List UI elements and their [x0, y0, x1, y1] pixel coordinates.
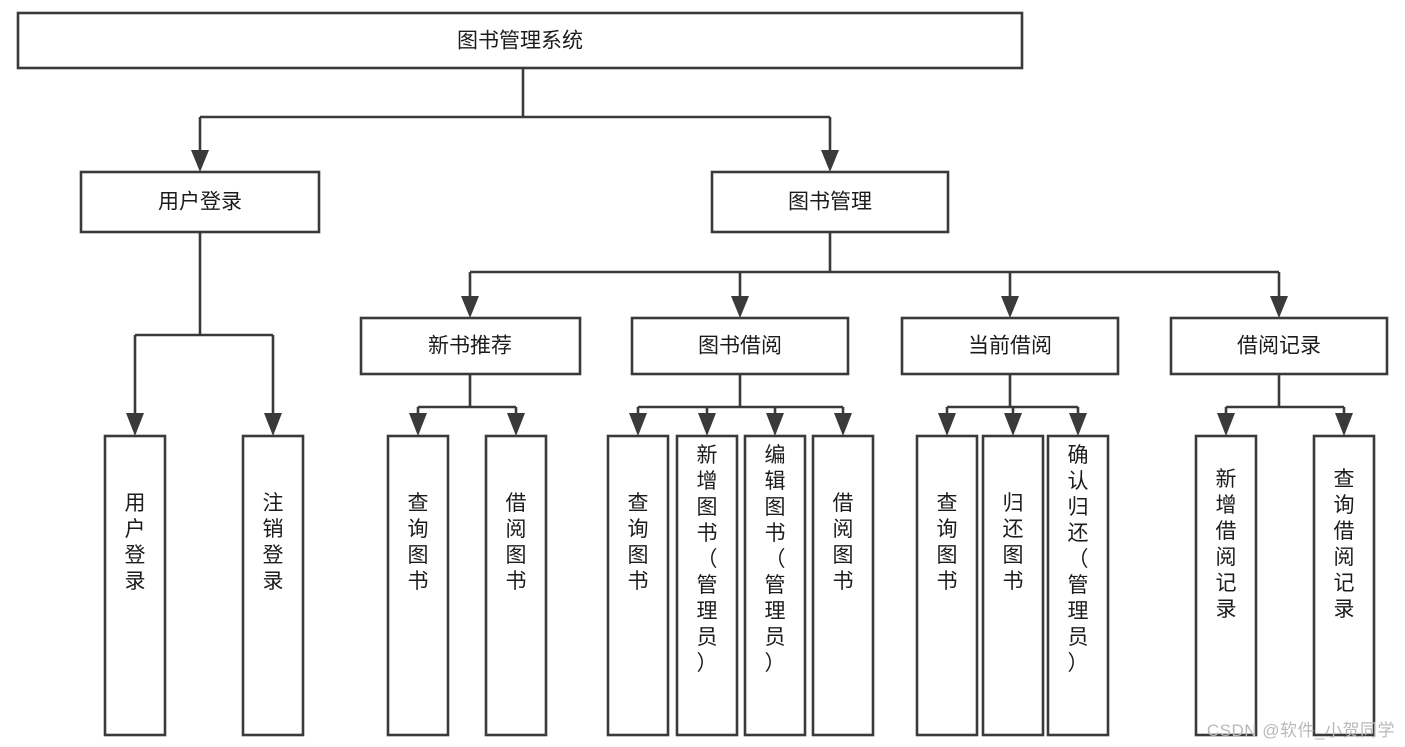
node-borrow-edit-book-label: 编辑图书（管理员）: [765, 444, 786, 675]
node-current-confirm-return-box[interactable]: [1046, 434, 1110, 737]
node-current-query-book[interactable]: 查询图书: [915, 434, 979, 737]
node-borrow-add-book-box[interactable]: [675, 434, 739, 737]
arrow-head-recommend-query-book: [409, 413, 427, 436]
node-current-query-book-label: 查询图书: [937, 492, 958, 593]
node-current-borrow[interactable]: 当前借阅: [900, 316, 1120, 376]
node-recommend-borrow-book-box[interactable]: [484, 434, 548, 737]
node-user-login-logout-box[interactable]: [241, 434, 305, 737]
node-records-query-record-box[interactable]: [1312, 434, 1376, 737]
node-recommend-borrow-book-label: 借阅图书: [506, 492, 527, 593]
node-recommend-borrow-book[interactable]: 借阅图书: [484, 434, 548, 737]
node-records-query-record-label: 查询借阅记录: [1334, 468, 1355, 621]
node-current-confirm-return[interactable]: 确认归还（管理员）: [1046, 434, 1110, 737]
arrow-head-to-book-management: [821, 150, 839, 172]
node-new-book-recommend-box[interactable]: [359, 316, 582, 376]
node-root[interactable]: 图书管理系统: [16, 11, 1024, 70]
node-borrow-records-label: 借阅记录: [1237, 335, 1321, 358]
node-book-management-box[interactable]: [710, 170, 950, 234]
arrow-head-current-confirm-return: [1069, 413, 1087, 436]
arrow-head-borrow-add-book: [698, 413, 716, 436]
node-recommend-query-book-box[interactable]: [386, 434, 450, 737]
node-root-box[interactable]: [16, 11, 1024, 70]
node-current-borrow-box[interactable]: [900, 316, 1120, 376]
arrow-head-borrow-query-book: [629, 413, 647, 436]
node-current-return-book-box[interactable]: [981, 434, 1045, 737]
node-borrow-borrow-book[interactable]: 借阅图书: [811, 434, 875, 737]
node-new-book-recommend-label: 新书推荐: [428, 335, 512, 358]
node-user-login[interactable]: 用户登录: [79, 170, 321, 234]
arrow-head-records-query-record: [1335, 413, 1353, 436]
node-borrow-edit-book-box[interactable]: [743, 434, 807, 737]
node-current-borrow-label: 当前借阅: [968, 335, 1052, 358]
node-user-login-login[interactable]: 用户登录: [103, 434, 167, 737]
node-records-query-record[interactable]: 查询借阅记录: [1312, 434, 1376, 737]
node-book-management[interactable]: 图书管理: [710, 170, 950, 234]
node-user-login-label: 用户登录: [158, 191, 242, 214]
arrow-head-borrow-records: [1270, 296, 1288, 318]
node-root-label: 图书管理系统: [457, 30, 583, 53]
node-book-borrow-label: 图书借阅: [698, 335, 782, 358]
node-records-add-record-box[interactable]: [1194, 434, 1258, 737]
node-user-login-login-label: 用户登录: [125, 492, 146, 593]
arrow-head-current-borrow: [1001, 296, 1019, 318]
arrow-head-user-login-leaf-2: [264, 413, 282, 436]
arrow-head-current-query-book: [938, 413, 956, 436]
arrow-head-recommend-borrow-book: [507, 413, 525, 436]
node-user-login-logout-label: 注销登录: [263, 492, 284, 593]
node-borrow-query-book[interactable]: 查询图书: [606, 434, 670, 737]
arrow-head-current-return-book: [1004, 413, 1022, 436]
node-new-book-recommend[interactable]: 新书推荐: [359, 316, 582, 376]
node-borrow-records-box[interactable]: [1169, 316, 1389, 376]
node-user-login-login-box[interactable]: [103, 434, 167, 737]
node-recommend-query-book-label: 查询图书: [408, 492, 429, 593]
csdn-watermark: CSDN @软件_小贺同学: [1206, 721, 1395, 740]
node-records-add-record[interactable]: 新增借阅记录: [1194, 434, 1258, 737]
arrow-head-borrow-edit-book: [766, 413, 784, 436]
node-book-management-label: 图书管理: [788, 191, 872, 214]
node-book-borrow[interactable]: 图书借阅: [630, 316, 850, 376]
node-book-borrow-box[interactable]: [630, 316, 850, 376]
arrow-head-new-book-recommend: [461, 296, 479, 318]
node-records-add-record-label: 新增借阅记录: [1216, 468, 1237, 621]
node-borrow-add-book[interactable]: 新增图书（管理员）: [675, 434, 739, 737]
node-borrow-borrow-book-label: 借阅图书: [833, 492, 854, 593]
arrow-head-records-add-record: [1217, 413, 1235, 436]
node-user-login-logout[interactable]: 注销登录: [241, 434, 305, 737]
node-borrow-query-book-label: 查询图书: [628, 492, 649, 593]
node-borrow-add-book-label: 新增图书（管理员）: [697, 444, 718, 675]
arrow-head-user-login-leaf-1: [126, 413, 144, 436]
arrow-head-to-user-login: [191, 150, 209, 172]
node-borrow-borrow-book-box[interactable]: [811, 434, 875, 737]
node-user-login-box[interactable]: [79, 170, 321, 234]
node-current-return-book-label: 归还图书: [1003, 492, 1024, 593]
node-current-confirm-return-label: 确认归还（管理员）: [1068, 444, 1089, 675]
node-recommend-query-book[interactable]: 查询图书: [386, 434, 450, 737]
node-borrow-query-book-box[interactable]: [606, 434, 670, 737]
arrow-head-book-borrow: [731, 296, 749, 318]
arrow-head-borrow-borrow-book: [834, 413, 852, 436]
node-borrow-edit-book[interactable]: 编辑图书（管理员）: [743, 434, 807, 737]
connector-layer: [126, 68, 1353, 436]
node-borrow-records[interactable]: 借阅记录: [1169, 316, 1389, 376]
node-current-return-book[interactable]: 归还图书: [981, 434, 1045, 737]
node-current-query-book-box[interactable]: [915, 434, 979, 737]
